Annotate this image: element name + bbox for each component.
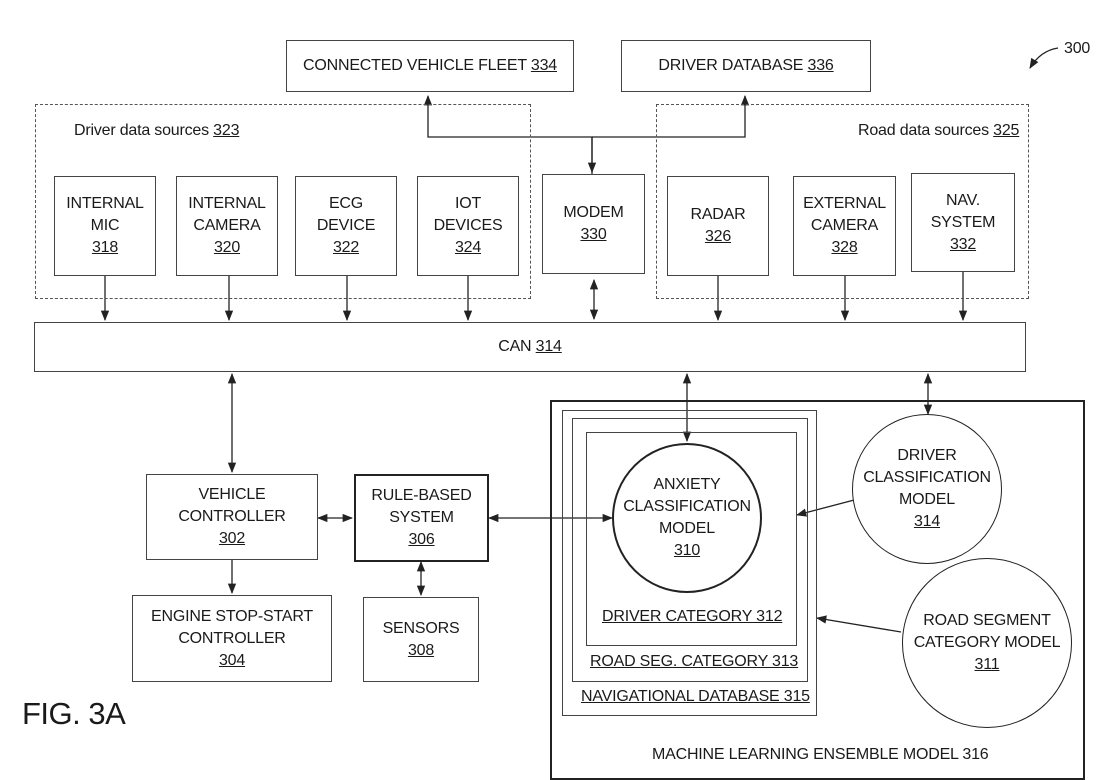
can-bus-box: CAN 314 bbox=[34, 322, 1026, 372]
road-data-sources-label: Road data sources 325 bbox=[858, 122, 1020, 139]
road-seg-category-label: ROAD SEG. CATEGORY 313 bbox=[590, 653, 799, 670]
driver-category-label: DRIVER CATEGORY 312 bbox=[602, 608, 783, 625]
driver-data-sources-label: Driver data sources 323 bbox=[74, 122, 240, 139]
navigational-database-label: NAVIGATIONAL DATABASE 315 bbox=[581, 688, 810, 705]
driver-database-box: DRIVER DATABASE 336 bbox=[621, 40, 871, 92]
driver-data-sources-group bbox=[35, 104, 531, 299]
roadsegment-to-roadseg-arrow bbox=[815, 615, 902, 633]
driver-category-container bbox=[586, 432, 797, 646]
road-seg-category-container bbox=[572, 418, 808, 682]
figure-ref-hook bbox=[1029, 47, 1059, 69]
navigational-database-container bbox=[562, 410, 817, 716]
figure-ref-number: 300 bbox=[1064, 40, 1091, 57]
modem-to-driverdb-arrow bbox=[592, 94, 750, 138]
road-data-sources-group bbox=[656, 104, 1029, 299]
ml-ensemble-label: MACHINE LEARNING ENSEMBLE MODEL 316 bbox=[652, 746, 989, 763]
figure-label: FIG. 3A bbox=[22, 696, 126, 731]
connected-vehicle-fleet-box: CONNECTED VEHICLE FLEET 334 bbox=[286, 40, 574, 92]
